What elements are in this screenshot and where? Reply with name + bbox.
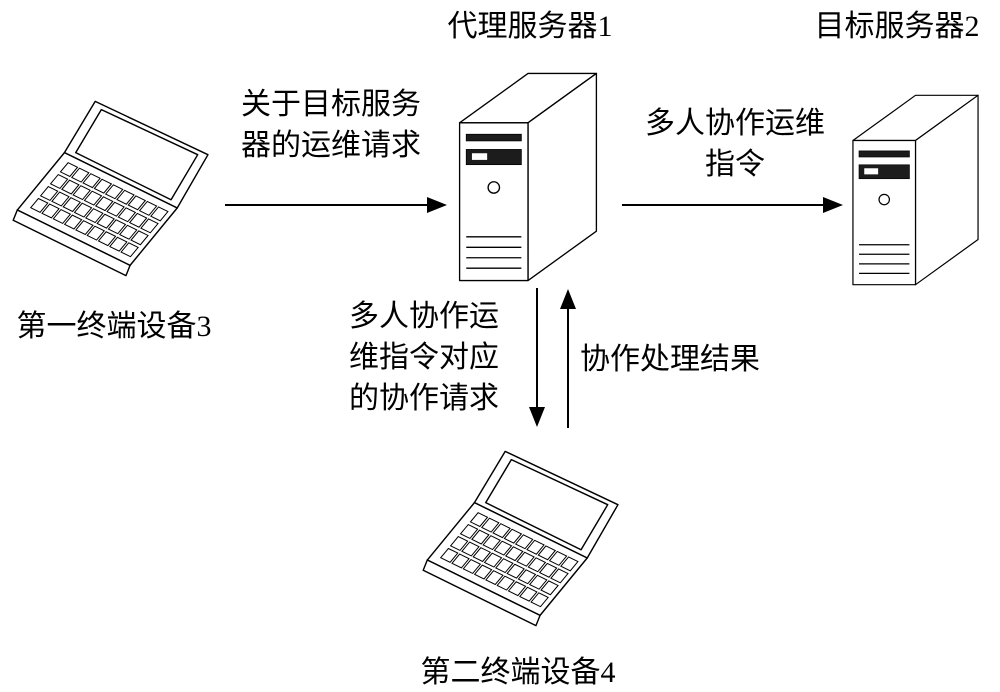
proxy-server-icon	[452, 66, 604, 288]
collab-request-line-3: 的协作请求	[349, 382, 499, 415]
collab-request-line-2: 维指令对应	[349, 341, 499, 374]
collab-command-line-2: 指令	[705, 148, 765, 181]
collab-result-label: 协作处理结果	[580, 343, 760, 376]
terminal-1-icon	[5, 88, 210, 288]
target-server-title: 目标服务器2	[814, 10, 980, 43]
collab-command-label: 多人协作运维 指令	[635, 103, 835, 185]
collab-command-line-1: 多人协作运维	[645, 107, 825, 140]
terminal-2-label: 第二终端设备4	[420, 656, 616, 689]
proxy-server-title: 代理服务器1	[447, 10, 613, 43]
om-request-line-2: 器的运维请求	[241, 129, 421, 162]
target-server-icon	[846, 90, 985, 290]
terminal-1-label: 第一终端设备3	[16, 310, 212, 343]
terminal-2-icon	[415, 438, 620, 638]
om-request-label: 关于目标服务 器的运维请求	[228, 84, 434, 166]
collab-request-label: 多人协作运 维指令对应 的协作请求	[338, 296, 510, 419]
om-request-line-1: 关于目标服务	[241, 88, 421, 121]
collab-request-line-1: 多人协作运	[349, 300, 499, 333]
